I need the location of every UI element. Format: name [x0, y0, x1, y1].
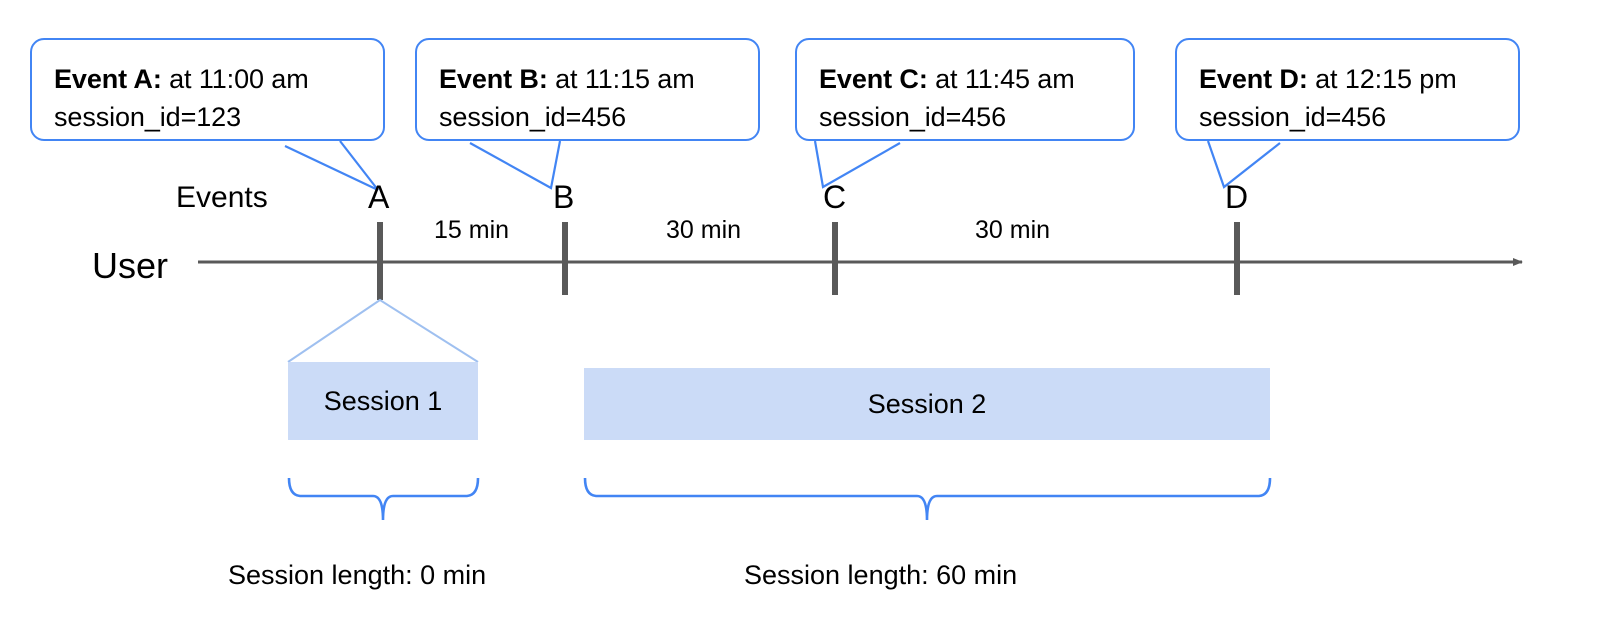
axis-events-label: Events [176, 181, 268, 214]
session-bar-1: Session 1 [288, 362, 478, 440]
axis-row-label-user: User [92, 245, 169, 286]
callout-b-title: Event B: [439, 64, 548, 94]
duration-label-a-b: 15 min [434, 216, 510, 244]
session-bar-1-label: Session 1 [323, 385, 443, 416]
callout-tail-c [813, 140, 901, 189]
session-1-connector [287, 298, 479, 363]
session-1-brace [287, 477, 480, 521]
callout-tail-a [284, 140, 379, 191]
callout-a-title: Event A: [54, 64, 162, 94]
duration-label-c-d: 30 min [975, 216, 1051, 244]
callout-a-session: session_id=123 [54, 102, 241, 132]
callout-d-text: Event D: at 12:15 pm session_id=456 [1199, 60, 1504, 136]
duration-label-b-c: 30 min [666, 216, 742, 244]
callout-event-d: Event D: at 12:15 pm session_id=456 [1175, 38, 1520, 141]
callout-tail-b [469, 140, 562, 190]
event-letter-d: D [1225, 179, 1249, 215]
callout-d-title: Event D: [1199, 64, 1308, 94]
callout-event-a: Event A: at 11:00 am session_id=123 [30, 38, 385, 141]
session-bar-2-label: Session 2 [867, 388, 987, 419]
callout-b-text: Event B: at 11:15 am session_id=456 [439, 60, 744, 136]
callout-d-session: session_id=456 [1199, 102, 1386, 132]
callout-a-time: at 11:00 am [161, 64, 309, 94]
callout-c-time: at 11:45 am [927, 64, 1075, 94]
callout-c-text: Event C: at 11:45 am session_id=456 [819, 60, 1119, 136]
callout-c-session: session_id=456 [819, 102, 1006, 132]
session-bar-2: Session 2 [584, 368, 1270, 440]
callout-event-b: Event B: at 11:15 am session_id=456 [415, 38, 760, 141]
callout-tail-d [1206, 140, 1281, 189]
session-1-length-label: Session length: 0 min [228, 560, 487, 590]
callout-b-time: at 11:15 am [547, 64, 695, 94]
session-2-length-label: Session length: 60 min [744, 560, 1018, 590]
callout-event-c: Event C: at 11:45 am session_id=456 [795, 38, 1135, 141]
callout-c-title: Event C: [819, 64, 928, 94]
callout-d-time: at 12:15 pm [1307, 64, 1457, 94]
event-letter-c: C [823, 179, 847, 215]
event-letter-b: B [553, 179, 575, 215]
session-2-brace [583, 477, 1272, 521]
callout-a-text: Event A: at 11:00 am session_id=123 [54, 60, 369, 136]
event-letter-a: A [368, 179, 390, 215]
callout-b-session: session_id=456 [439, 102, 626, 132]
